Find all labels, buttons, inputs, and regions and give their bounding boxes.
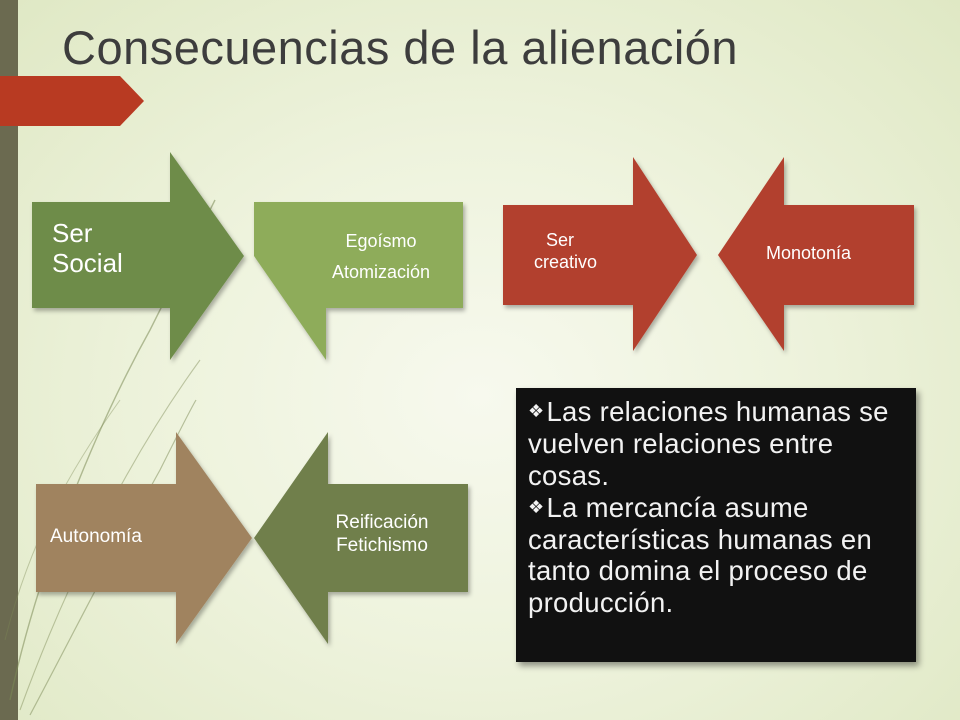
egoismo-line: Egoísmo <box>345 231 417 251</box>
fetichismo-line: Fetichismo <box>336 534 428 556</box>
ser-creativo-line-2: creativo <box>534 251 598 272</box>
ser-social-label: Ser Social <box>52 218 123 279</box>
diamond-bullet-icon: ❖ <box>528 496 545 517</box>
ser-creativo-label: Ser creativo <box>534 230 597 273</box>
arrow-ser-creativo-icon <box>503 157 697 351</box>
arrow-monotonia-icon <box>718 157 914 351</box>
diamond-bullet-icon: ❖ <box>528 401 545 421</box>
bullet-item: ❖La mercancía asume características huma… <box>528 492 910 620</box>
arrow-reificacion-icon <box>254 432 468 644</box>
bullet-text: La mercancía asume características human… <box>528 491 873 619</box>
reificacion-label: Reificación Fetichismo <box>300 512 464 558</box>
slide-title: Consecuencias de la alienación <box>62 21 739 74</box>
bullet-text: Las relaciones humanas se vuelven relaci… <box>528 396 889 491</box>
ser-creativo-line-1: Ser <box>546 230 575 250</box>
bullet-text-box: ❖Las relaciones humanas se vuelven relac… <box>516 388 916 662</box>
title-tab-icon <box>0 76 144 126</box>
ser-social-line-2: Social <box>52 247 123 278</box>
atomizacion-line: Atomización <box>331 261 431 282</box>
ser-social-line-1: Ser <box>52 218 93 248</box>
arrow-autonomia-icon <box>36 432 252 644</box>
autonomia-label: Autonomía <box>50 526 142 547</box>
monotonia-label: Monotonía <box>766 243 852 263</box>
reificacion-line: Reificación <box>335 512 429 533</box>
egoismo-label: Egoísmo Atomización <box>296 226 466 287</box>
bullet-item: ❖Las relaciones humanas se vuelven relac… <box>528 396 910 492</box>
arrow-egoismo-icon <box>254 152 463 360</box>
arrow-ser-social-icon <box>32 152 244 360</box>
